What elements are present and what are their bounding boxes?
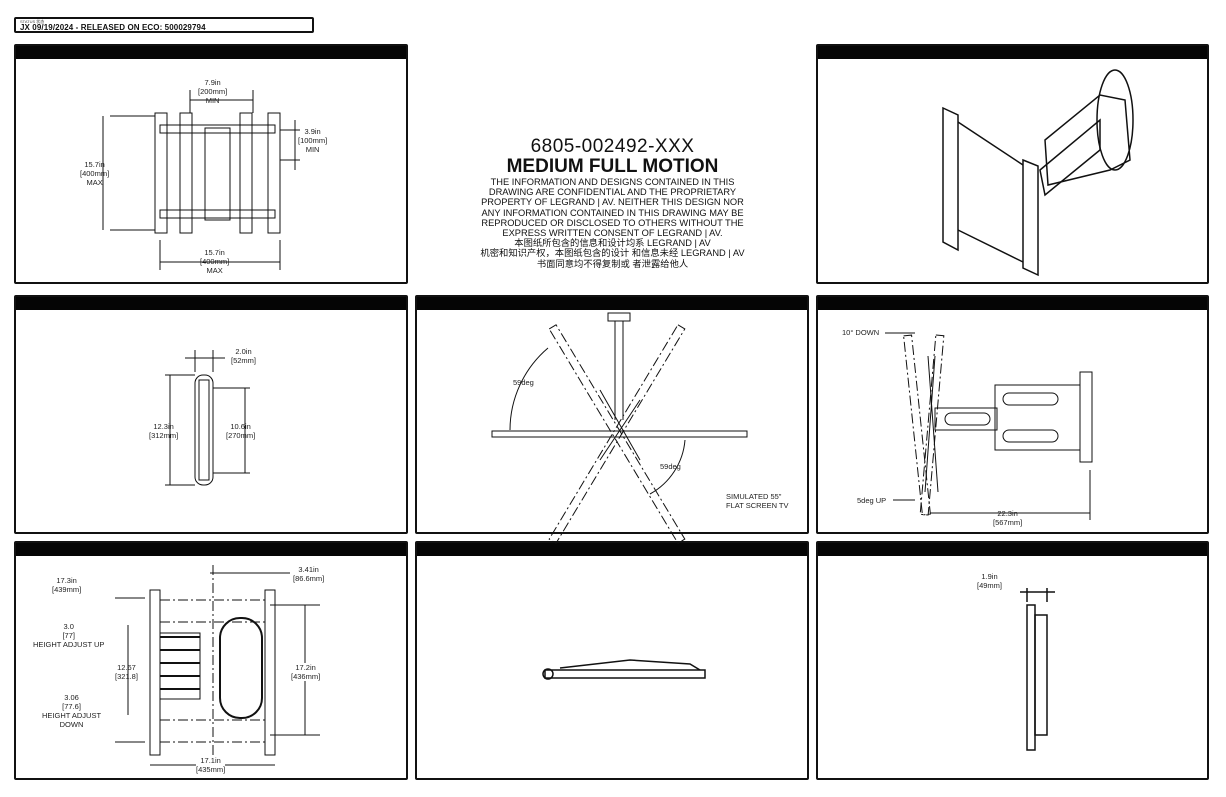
panel-top-view <box>415 295 809 534</box>
dim-depth: 2.0in[52mm] <box>231 347 257 365</box>
panel-header <box>417 543 807 556</box>
panel-header <box>16 543 406 556</box>
dim-center: 12.67[321.8] <box>115 663 138 681</box>
panel-header <box>818 543 1207 556</box>
panel-isometric-view <box>816 44 1209 284</box>
notice-line: DRAWING ARE CONFIDENTIAL AND THE PROPRIE… <box>488 187 737 198</box>
isometric-view-drawing <box>942 69 1134 277</box>
dim-min-width: 7.9in[200mm]MIN <box>198 78 228 105</box>
rear-view-drawing <box>115 565 320 766</box>
dim-tilt-up: 5deg UP <box>857 496 887 505</box>
dim-extension: 22.3in[567mm] <box>993 509 1023 527</box>
notice-line: THE INFORMATION AND DESIGNS CONTAINED IN… <box>490 177 735 187</box>
dim-max-width: 15.7in[400mm]MAX <box>200 248 230 275</box>
dim-offset: 3.41in[86.6mm] <box>293 565 325 583</box>
panel-header <box>417 297 807 310</box>
notice-line: PROPERTY OF LEGRAND | AV. NEITHER THIS D… <box>481 197 744 208</box>
status-label: STATUS 状态 <box>20 19 45 24</box>
panel-bottom-view <box>415 541 809 780</box>
confidentiality-notice: THE INFORMATION AND DESIGNS CONTAINED IN… <box>440 177 785 269</box>
notice-line: 机密和知识产权，本图纸包含的设计 和信息未经 LEGRAND | AV <box>480 248 745 259</box>
notice-line: ANY INFORMATION CONTAINED IN THIS DRAWIN… <box>481 207 744 218</box>
side-view-drawing <box>165 350 250 486</box>
dim-plate-height: 10.6in[270mm] <box>226 422 256 440</box>
dim-width-bottom: 17.1in[435mm] <box>196 756 226 774</box>
panel-profile-view <box>816 541 1209 780</box>
status-text: JX 09/19/2024 - RELEASED ON ECO: 5000297… <box>20 23 206 32</box>
dim-swivel-left: 59deg <box>513 378 534 387</box>
notice-line: REPRODUCED OR DISCLOSED TO OTHERS WITHOU… <box>481 217 744 228</box>
panel-front-view <box>14 44 408 284</box>
panel-header <box>818 46 1207 59</box>
dim-overall-height: 12.3in[312mm] <box>149 422 179 440</box>
profile-view-drawing <box>1020 588 1055 751</box>
dim-height-adjust-up: 3.0[77]HEIGHT ADJUST UP <box>33 622 105 649</box>
dim-max-height: 15.7in[400mm]MAX <box>80 160 110 187</box>
front-view-drawing <box>102 90 300 270</box>
dim-profile-depth: 1.9in[49mm] <box>977 572 1003 590</box>
panel-rear-view <box>14 541 408 780</box>
bottom-view-drawing <box>542 659 706 680</box>
panel-side-view <box>14 295 408 534</box>
panel-tilt-view <box>816 295 1209 534</box>
panel-header <box>16 46 406 59</box>
panel-header <box>818 297 1207 310</box>
status-box: STATUS 状态 JX 09/19/2024 - RELEASED ON EC… <box>14 17 314 33</box>
part-number: 6805-002492-XXX <box>530 136 695 157</box>
product-name: MEDIUM FULL MOTION <box>506 156 719 177</box>
notice-line: 书面同意均不得复制或 者泄露给他人 <box>536 258 689 269</box>
simulated-tv-note: SIMULATED 55"FLAT SCREEN TV <box>726 492 789 510</box>
notice-line: 本图纸所包含的信息和设计均系 LEGRAND | AV <box>514 238 711 249</box>
top-view-drawing <box>491 312 748 544</box>
tilt-view-drawing <box>885 332 1093 520</box>
dim-tilt-down: 10° DOWN <box>842 328 880 337</box>
title-block: 6805-002492-XXX MEDIUM FULL MOTION THE I… <box>440 137 785 269</box>
dim-swivel-right: 59deg <box>660 462 681 471</box>
notice-line: EXPRESS WRITTEN CONSENT OF LEGRAND | AV. <box>502 228 723 239</box>
dim-width-top: 17.3in[439mm] <box>52 576 82 594</box>
panel-header <box>16 297 406 310</box>
dim-min-height: 3.9in[100mm]MIN <box>298 127 328 154</box>
dim-rear-height: 17.2in[436mm] <box>291 663 321 681</box>
